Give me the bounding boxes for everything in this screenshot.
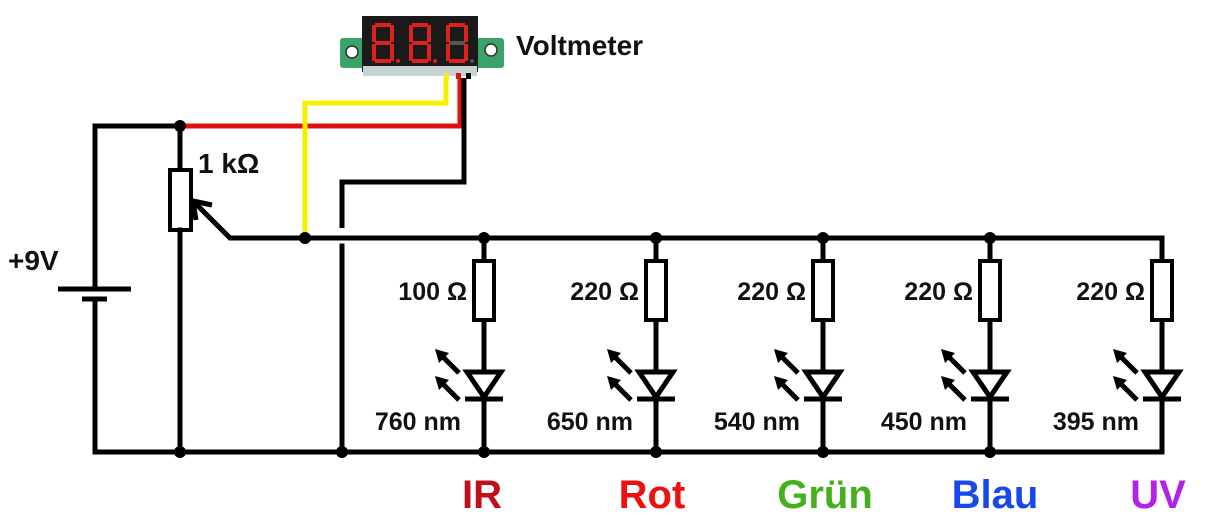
band-label: Grün <box>777 473 873 517</box>
wavelength-label: 395 nm <box>1053 408 1139 436</box>
resistor-label: 100 Ω <box>398 278 467 306</box>
battery <box>58 123 131 455</box>
led-branch: 220 Ω 395 nm UV <box>1053 238 1186 517</box>
voltmeter <box>340 16 504 79</box>
light-arrow-icon <box>779 381 800 402</box>
led-diode-icon <box>634 369 678 402</box>
resistor-label: 220 Ω <box>904 278 973 306</box>
wire-yellow <box>302 78 449 236</box>
voltmeter-label: Voltmeter <box>516 30 643 61</box>
band-label: UV <box>1130 473 1186 517</box>
voltmeter-display <box>372 23 474 63</box>
wavelength-label: 540 nm <box>714 408 800 436</box>
display-segment <box>464 25 468 42</box>
light-arrow-icon <box>1118 381 1139 402</box>
display-segment <box>427 44 431 61</box>
wire-black <box>339 78 467 228</box>
resistor <box>1150 259 1174 322</box>
light-arrow-icon <box>612 354 633 375</box>
display-segment <box>375 41 391 45</box>
resistor <box>811 259 835 322</box>
led-diode-icon <box>968 369 1012 402</box>
band-label: Rot <box>619 473 686 517</box>
resistor <box>644 259 668 322</box>
display-segment <box>375 59 391 63</box>
band-label: Blau <box>952 473 1039 517</box>
led-branch: 100 Ω 760 nm IR <box>375 238 506 517</box>
resistor <box>472 259 496 322</box>
wire-red <box>183 78 463 129</box>
display-segment <box>372 25 376 42</box>
display-segment <box>446 44 450 61</box>
display-segment <box>464 44 468 61</box>
wavelength-label: 650 nm <box>547 408 633 436</box>
display-segment <box>449 41 465 45</box>
wavelength-label: 450 nm <box>881 408 967 436</box>
light-arrow-icon <box>779 354 800 375</box>
resistor <box>978 259 1002 322</box>
display-segment <box>412 59 428 63</box>
display-segment <box>372 44 376 61</box>
display-segment <box>390 25 394 42</box>
light-arrow-icon <box>440 354 461 375</box>
display-segment <box>427 25 431 42</box>
light-arrow-icon <box>1118 354 1139 375</box>
resistor-label: 220 Ω <box>737 278 806 306</box>
light-arrow-icon <box>946 354 967 375</box>
display-segment <box>375 23 391 27</box>
display-segment <box>449 59 465 63</box>
potentiometer-label: 1 kΩ <box>198 148 259 179</box>
led-diode-icon <box>801 369 845 402</box>
band-label: IR <box>462 473 502 517</box>
led-branch: 220 Ω 450 nm Blau <box>881 238 1039 517</box>
resistor-label: 220 Ω <box>1076 278 1145 306</box>
led-diode-icon <box>1140 369 1184 402</box>
junctions <box>174 120 996 458</box>
display-segment <box>390 44 394 61</box>
led-branch: 220 Ω 650 nm Rot <box>547 238 685 517</box>
light-arrow-icon <box>440 381 461 402</box>
display-segment <box>449 23 465 27</box>
display-segment <box>412 41 428 45</box>
wavelength-label: 760 nm <box>375 408 461 436</box>
resistor-label: 220 Ω <box>570 278 639 306</box>
display-segment <box>446 25 450 42</box>
light-arrow-icon <box>612 381 633 402</box>
display-segment <box>412 23 428 27</box>
supply-label: +9V <box>8 245 59 276</box>
light-arrow-icon <box>946 381 967 402</box>
wiper-arrow-icon <box>189 197 213 221</box>
potentiometer <box>168 123 305 455</box>
display-segment <box>409 44 413 61</box>
led-branch: 220 Ω 540 nm Grün <box>714 238 873 517</box>
display-segment <box>409 25 413 42</box>
led-diode-icon <box>462 369 506 402</box>
